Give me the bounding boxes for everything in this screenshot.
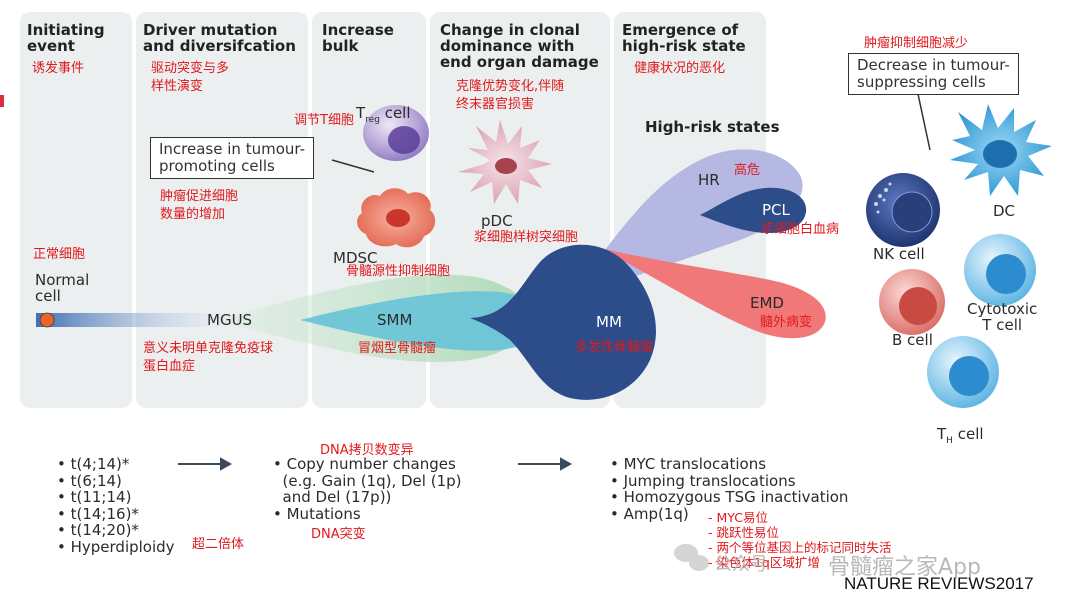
list-item: • MYC translocations bbox=[610, 455, 767, 473]
emd-cn: 髓外病变 bbox=[760, 315, 813, 330]
emd-label: EMD bbox=[750, 294, 784, 312]
stage-cn-initiating: 诱发事件 bbox=[32, 61, 85, 76]
stage-title-highrisk: Emergence of high-risk state bbox=[622, 21, 746, 55]
watermark-prefix: 公众号 bbox=[714, 554, 768, 575]
stage-title-driver: Driver mutation and diversifcation bbox=[143, 21, 296, 55]
list-item: (e.g. Gain (1q), Del (1p) bbox=[273, 471, 462, 490]
hyperdiploidy-cn: 超二倍体 bbox=[192, 537, 245, 552]
b-cell-label: B cell bbox=[892, 331, 933, 349]
stage-title-clonal: Change in clonal dominance with end orga… bbox=[440, 21, 599, 71]
high-risk-states-title: High-risk states bbox=[645, 118, 780, 136]
mm-cn: 多发性骨髓瘤 bbox=[575, 340, 654, 355]
copy-number-list: • Copy number changes (e.g. Gain (1q), D… bbox=[273, 456, 462, 522]
list-item: • Copy number changes bbox=[273, 455, 456, 473]
smm-cn: 冒烟型骨髓瘤 bbox=[358, 341, 437, 356]
copy-number-cn: DNA拷贝数变异 bbox=[320, 443, 414, 458]
journal-credit: NATURE REVIEWS2017 bbox=[844, 574, 1034, 593]
list-item: • Amp(1q) bbox=[610, 504, 689, 523]
list-item: • Mutations bbox=[273, 504, 361, 523]
decrease-callout-cn: 肿瘤抑制细胞减少 bbox=[864, 36, 969, 51]
treg-cn: 调节T细胞 bbox=[294, 113, 354, 128]
normal-cell-cn: 正常细胞 bbox=[33, 247, 86, 262]
list-item: • t(6;14) bbox=[57, 471, 122, 490]
th-label: TH cell bbox=[937, 425, 984, 446]
pdc-label: pDC bbox=[481, 212, 513, 230]
increase-callout: Increase in tumour- promoting cells bbox=[150, 137, 314, 179]
translocation-list: • t(4;14)* • t(6;14) • t(11;14) • t(14;1… bbox=[57, 456, 175, 555]
stage-title-initiating: Initiating event bbox=[27, 21, 105, 55]
mgus-cn: 意义未明单克隆免疫球 蛋白血症 bbox=[143, 341, 274, 374]
stage-cn-driver: 驱动突变与多 样性演变 bbox=[151, 61, 230, 94]
mutations-cn: DNA突变 bbox=[311, 527, 366, 542]
increase-pointer bbox=[331, 159, 375, 173]
pcl-shape bbox=[700, 187, 807, 234]
decrease-callout: Decrease in tumour- suppressing cells bbox=[848, 53, 1019, 95]
normal-cell-dot bbox=[39, 312, 55, 328]
list-item: • t(11;14) bbox=[57, 488, 132, 506]
watermark-text: 骨髓瘤之家App bbox=[828, 555, 981, 580]
list-item: • t(4;14)* bbox=[57, 455, 130, 473]
mdsc-label: MDSC bbox=[333, 249, 378, 267]
normal-cell-bar bbox=[36, 313, 226, 327]
pcl-cn: 浆细胞白血病 bbox=[761, 222, 840, 237]
smm-label: SMM bbox=[377, 311, 413, 329]
hr-cn: 高危 bbox=[734, 163, 761, 178]
pdc-cn: 浆细胞样树突细胞 bbox=[474, 230, 579, 245]
dc-label: DC bbox=[993, 202, 1016, 220]
list-item: • t(14;16)* bbox=[57, 504, 139, 523]
arrow-2 bbox=[518, 457, 573, 471]
stage-cn-highrisk: 健康状况的恶化 bbox=[634, 61, 726, 76]
list-item: • Homozygous TSG inactivation bbox=[610, 488, 849, 506]
smm-shape bbox=[300, 291, 570, 351]
arrow-1 bbox=[178, 457, 233, 471]
stage-title-bulk: Increase bulk bbox=[322, 21, 394, 55]
increase-callout-cn: 肿瘤促进细胞 数量的增加 bbox=[160, 189, 239, 222]
high-risk-list-cn: - MYC易位 - 跳跃性易位 - 两个等位基因上的标记同时失活 - 染色体1q… bbox=[708, 510, 892, 570]
mm-label: MM bbox=[596, 313, 622, 331]
mgus-label: MGUS bbox=[207, 311, 253, 329]
list-item: • Hyperdiploidy bbox=[57, 537, 175, 556]
mdsc-cn: 骨髓源性抑制细胞 bbox=[346, 264, 451, 279]
pcl-label: PCL bbox=[762, 201, 790, 219]
left-edge-marker bbox=[0, 95, 4, 107]
list-item: • Jumping translocations bbox=[610, 471, 796, 490]
cytotoxic-label: Cytotoxic T cell bbox=[967, 300, 1038, 334]
list-item: • t(14;20)* bbox=[57, 521, 139, 539]
nk-label: NK cell bbox=[873, 245, 925, 263]
stage-panel-initiating bbox=[20, 12, 132, 408]
treg-label: Treg cell bbox=[356, 104, 411, 125]
hr-label: HR bbox=[698, 171, 720, 189]
mm-shape bbox=[470, 244, 656, 400]
emd-shape bbox=[600, 248, 826, 339]
list-item: and Del (17p)) bbox=[273, 488, 392, 506]
stage-cn-clonal: 克隆优势变化,伴随 终末器官损害 bbox=[456, 79, 565, 112]
decrease-pointer bbox=[917, 93, 931, 151]
wechat-logo bbox=[674, 544, 709, 571]
stage-panel-driver bbox=[136, 12, 308, 408]
normal-cell-label: Normal cell bbox=[35, 271, 90, 305]
high-risk-list: • MYC translocations • Jumping transloca… bbox=[610, 456, 848, 522]
